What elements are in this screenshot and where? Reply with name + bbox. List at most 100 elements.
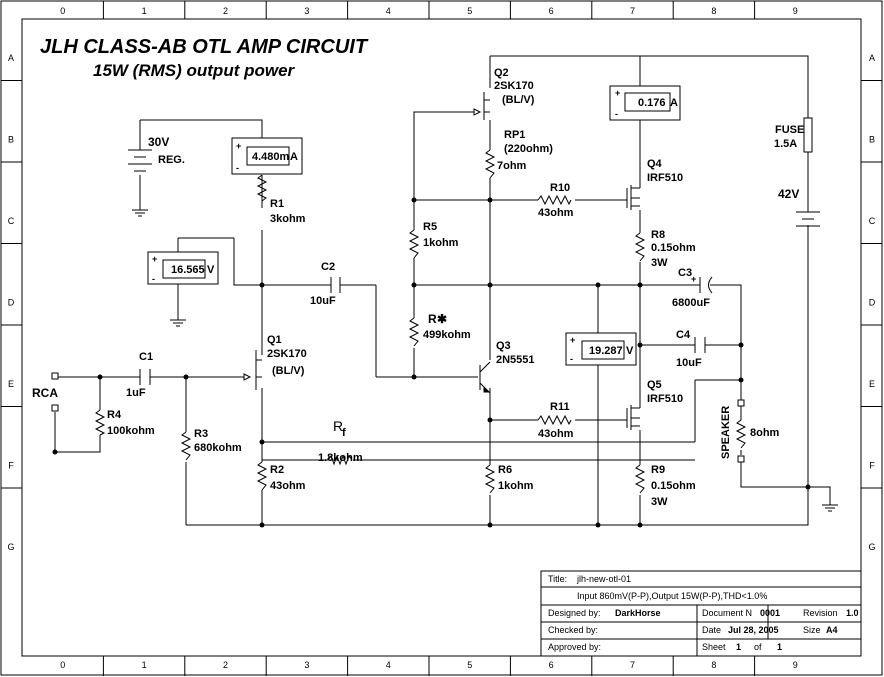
tb-sheet-value: 1 bbox=[736, 642, 741, 652]
r1-symbol bbox=[256, 174, 268, 202]
r3-value: 680kohm bbox=[194, 442, 242, 454]
ammeter-1: + - 4.480m A bbox=[231, 137, 303, 175]
q2-grade: (BL/V) bbox=[502, 94, 535, 106]
frame-label: G bbox=[868, 542, 875, 552]
frame-label: 7 bbox=[630, 6, 635, 16]
c1-name: C1 bbox=[139, 351, 153, 363]
frame-label: E bbox=[869, 379, 875, 389]
r4-value: 100kohm bbox=[107, 425, 155, 437]
voltmeter-2-unit: V bbox=[626, 345, 634, 357]
voltmeter-1: + - 16.565 V bbox=[147, 251, 219, 285]
tb-title-value: jlh-new-otl-01 bbox=[576, 574, 631, 584]
r5-value: 1kohm bbox=[423, 237, 459, 249]
tb-title-label: Title: bbox=[548, 574, 567, 584]
frame-label: B bbox=[8, 135, 14, 145]
svg-text:-: - bbox=[615, 109, 618, 119]
r10-name: R10 bbox=[550, 182, 570, 194]
r11-symbol bbox=[537, 414, 572, 426]
r11-value: 43ohm bbox=[538, 428, 574, 440]
tb-size-label: Size bbox=[803, 625, 821, 635]
frame-label: 2 bbox=[223, 660, 228, 670]
frame-label: A bbox=[8, 53, 14, 63]
q3-symbol bbox=[479, 361, 491, 394]
ground-symbols bbox=[132, 209, 838, 512]
rp1-value: (220ohm) bbox=[504, 143, 553, 155]
supply-30v-label: 30V bbox=[148, 135, 169, 149]
r8-name: R8 bbox=[651, 229, 665, 241]
tb-size-value: A4 bbox=[826, 625, 838, 635]
rf-subscript: f bbox=[342, 427, 346, 439]
q3-part: 2N5551 bbox=[496, 354, 535, 366]
frame-label: B bbox=[869, 135, 875, 145]
battery-30v bbox=[128, 149, 152, 172]
r6-value: 1kohm bbox=[498, 480, 534, 492]
frame-label: G bbox=[7, 542, 14, 552]
rx-symbol bbox=[408, 317, 420, 347]
r5-name: R5 bbox=[423, 221, 437, 233]
r3-symbol bbox=[180, 431, 192, 461]
frame-label: F bbox=[8, 461, 14, 471]
tb-description: Input 860mV(P-P),Output 15W(P-P),THD<1.0… bbox=[577, 591, 767, 601]
frame-label: 4 bbox=[386, 6, 391, 16]
r8-symbol bbox=[634, 232, 646, 262]
tb-rev-label: Revision bbox=[803, 608, 838, 618]
q2-name: Q2 bbox=[494, 67, 509, 79]
q4-symbol bbox=[626, 183, 641, 210]
frame-label: 0 bbox=[60, 6, 65, 16]
tb-date-label: Date bbox=[702, 625, 721, 635]
inner-border bbox=[21, 18, 862, 657]
title-line-2: 15W (RMS) output power bbox=[93, 61, 296, 80]
r5-symbol bbox=[408, 229, 420, 259]
q1-grade: (BL/V) bbox=[272, 365, 305, 377]
tb-checked-label: Checked by: bbox=[548, 625, 598, 635]
wires bbox=[54, 55, 831, 526]
rx-name: R bbox=[428, 312, 437, 326]
fuse-rating: 1.5A bbox=[774, 138, 797, 150]
voltmeter-2: + - 19.287 V bbox=[565, 332, 637, 366]
frame-label: A bbox=[869, 53, 875, 63]
r4-name: R4 bbox=[107, 409, 122, 421]
q3-name: Q3 bbox=[496, 340, 511, 352]
c3-plus: + bbox=[691, 274, 696, 284]
q1-symbol bbox=[243, 350, 262, 390]
capacitor-symbols bbox=[139, 276, 713, 385]
supply-30v-sub: REG. bbox=[158, 154, 185, 166]
c2-value: 10uF bbox=[310, 295, 336, 307]
tb-designed-label: Designed by: bbox=[548, 608, 601, 618]
speaker-value: 8ohm bbox=[750, 427, 780, 439]
supply-42v-label: 42V bbox=[778, 187, 799, 201]
c3-name: C3 bbox=[678, 267, 692, 279]
r9-symbol bbox=[634, 464, 646, 494]
q5-name: Q5 bbox=[647, 379, 662, 391]
frame-label: 6 bbox=[549, 6, 554, 16]
rx-value: 499kohm bbox=[423, 329, 471, 341]
frame-label: 6 bbox=[549, 660, 554, 670]
r8-value: 0.15ohm bbox=[651, 242, 696, 254]
r8-watt: 3W bbox=[651, 257, 668, 269]
frame-label: 8 bbox=[711, 6, 716, 16]
speaker-name: SPEAKER bbox=[720, 406, 732, 459]
frame-label: 0 bbox=[60, 660, 65, 670]
r1-value: 3kohm bbox=[270, 213, 306, 225]
speaker-minus-terminal bbox=[737, 455, 745, 463]
rf-name: R bbox=[333, 418, 343, 434]
c4-value: 10uF bbox=[676, 357, 702, 369]
frame-label: 9 bbox=[793, 660, 798, 670]
svg-text:+: + bbox=[152, 254, 157, 264]
ammeter-1-value: 4.480m bbox=[252, 151, 290, 163]
r2-name: R2 bbox=[270, 464, 284, 476]
frame-label: 9 bbox=[793, 6, 798, 16]
tb-docn-label: Document N bbox=[702, 608, 752, 618]
frame-label: 3 bbox=[304, 660, 309, 670]
r9-watt: 3W bbox=[651, 496, 668, 508]
c1-value: 1uF bbox=[126, 387, 146, 399]
frame-label: 1 bbox=[142, 660, 147, 670]
q2-symbol bbox=[473, 92, 490, 120]
c2-name: C2 bbox=[321, 261, 335, 273]
frame-label: 8 bbox=[711, 660, 716, 670]
c4-name: C4 bbox=[676, 329, 691, 341]
frame-label: 2 bbox=[223, 6, 228, 16]
rca-plus-terminal bbox=[51, 372, 59, 380]
